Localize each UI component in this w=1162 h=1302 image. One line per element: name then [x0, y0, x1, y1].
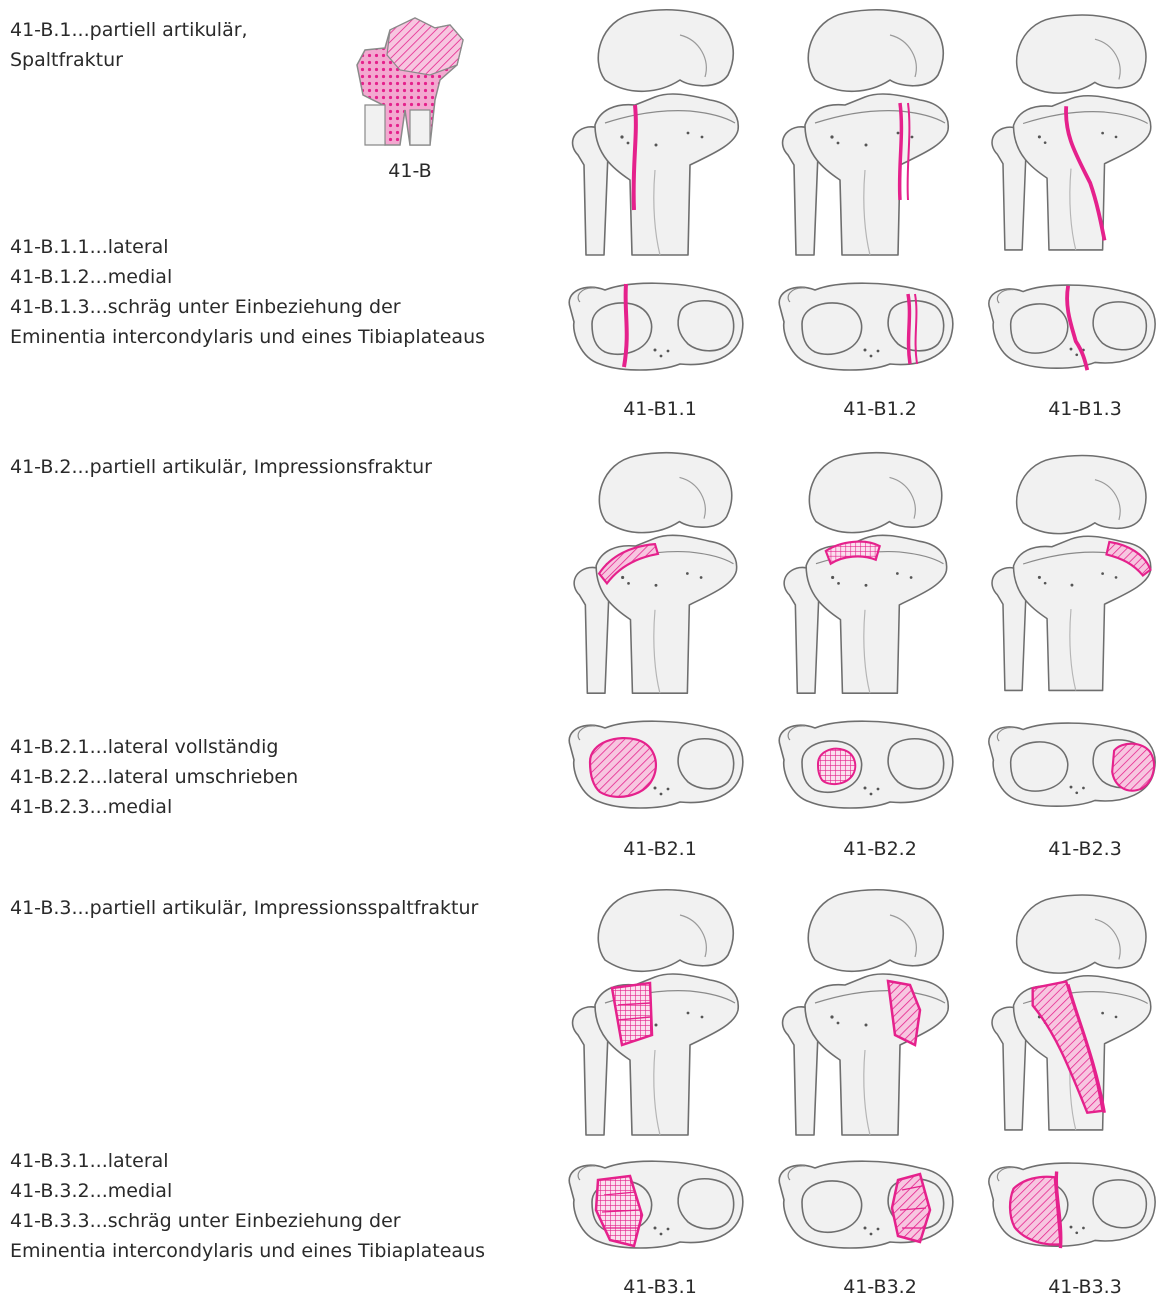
subtype-b2-1: 41-B.2.1...lateral vollständig — [10, 732, 298, 762]
section-3-subtypes: 41-B.3.1...lateral 41-B.3.2...medial 41-… — [10, 1146, 485, 1266]
section-2-subtypes: 41-B.2.1...lateral vollständig 41-B.2.2.… — [10, 732, 298, 822]
overview-label: 41-B — [340, 160, 480, 182]
overview-41b-figure — [345, 10, 475, 150]
knee-view-b3-3 — [980, 885, 1162, 1145]
section-1-subtypes: 41-B.1.1...lateral 41-B.1.2...medial 41-… — [10, 232, 485, 352]
figure-label-b1-3: 41-B1.3 — [1015, 398, 1155, 420]
plateau-view-b3-3 — [980, 1150, 1162, 1260]
knee-view-b2-2 — [770, 448, 960, 703]
section-2-heading-line-1: 41-B.2...partiell artikulär, Impressions… — [10, 452, 432, 482]
subtype-b3-1: 41-B.3.1...lateral — [10, 1146, 485, 1176]
subtype-b3-2: 41-B.3.2...medial — [10, 1176, 485, 1206]
knee-view-b2-1 — [560, 448, 750, 703]
figure-label-b3-2: 41-B3.2 — [810, 1276, 950, 1298]
plateau-view-b2-3 — [980, 710, 1162, 820]
subtype-b1-3: 41-B.1.3...schräg unter Einbeziehung der — [10, 292, 485, 322]
plateau-view-b1-1 — [560, 272, 750, 382]
knee-view-b1-3 — [980, 5, 1162, 265]
plateau-view-b2-2 — [770, 710, 960, 820]
figure-label-b2-2: 41-B2.2 — [810, 838, 950, 860]
section-1-heading: 41-B.1...partiell artikulär, Spaltfraktu… — [10, 15, 248, 75]
figure-label-b2-1: 41-B2.1 — [590, 838, 730, 860]
figure-label-b3-3: 41-B3.3 — [1015, 1276, 1155, 1298]
subtype-b2-2: 41-B.2.2...lateral umschrieben — [10, 762, 298, 792]
subtype-b1-1: 41-B.1.1...lateral — [10, 232, 485, 262]
plateau-view-b1-2 — [770, 272, 960, 382]
section-3-heading-line-1: 41-B.3...partiell artikulär, Impressions… — [10, 893, 478, 923]
knee-view-b1-1 — [560, 5, 750, 265]
knee-view-b3-1 — [560, 885, 750, 1145]
knee-view-b2-3 — [980, 448, 1162, 703]
subtype-b3-3-cont: Eminentia intercondylaris und eines Tibi… — [10, 1236, 485, 1266]
knee-view-b1-2 — [770, 5, 960, 265]
figure-label-b1-2: 41-B1.2 — [810, 398, 950, 420]
section-1-heading-line-2: Spaltfraktur — [10, 45, 248, 75]
section-1-heading-line-1: 41-B.1...partiell artikulär, — [10, 15, 248, 45]
plateau-view-b2-1 — [560, 710, 750, 820]
plateau-view-b3-1 — [560, 1150, 750, 1260]
subtype-b1-2: 41-B.1.2...medial — [10, 262, 485, 292]
figure-label-b1-1: 41-B1.1 — [590, 398, 730, 420]
subtype-b1-3-cont: Eminentia intercondylaris und eines Tibi… — [10, 322, 485, 352]
plateau-view-b3-2 — [770, 1150, 960, 1260]
figure-label-b3-1: 41-B3.1 — [590, 1276, 730, 1298]
section-2-heading: 41-B.2...partiell artikulär, Impressions… — [10, 452, 432, 482]
subtype-b3-3: 41-B.3.3...schräg unter Einbeziehung der — [10, 1206, 485, 1236]
plateau-view-b1-3 — [980, 272, 1162, 382]
knee-view-b3-2 — [770, 885, 960, 1145]
subtype-b2-3: 41-B.2.3...medial — [10, 792, 298, 822]
section-3-heading: 41-B.3...partiell artikulär, Impressions… — [10, 893, 478, 923]
figure-label-b2-3: 41-B2.3 — [1015, 838, 1155, 860]
